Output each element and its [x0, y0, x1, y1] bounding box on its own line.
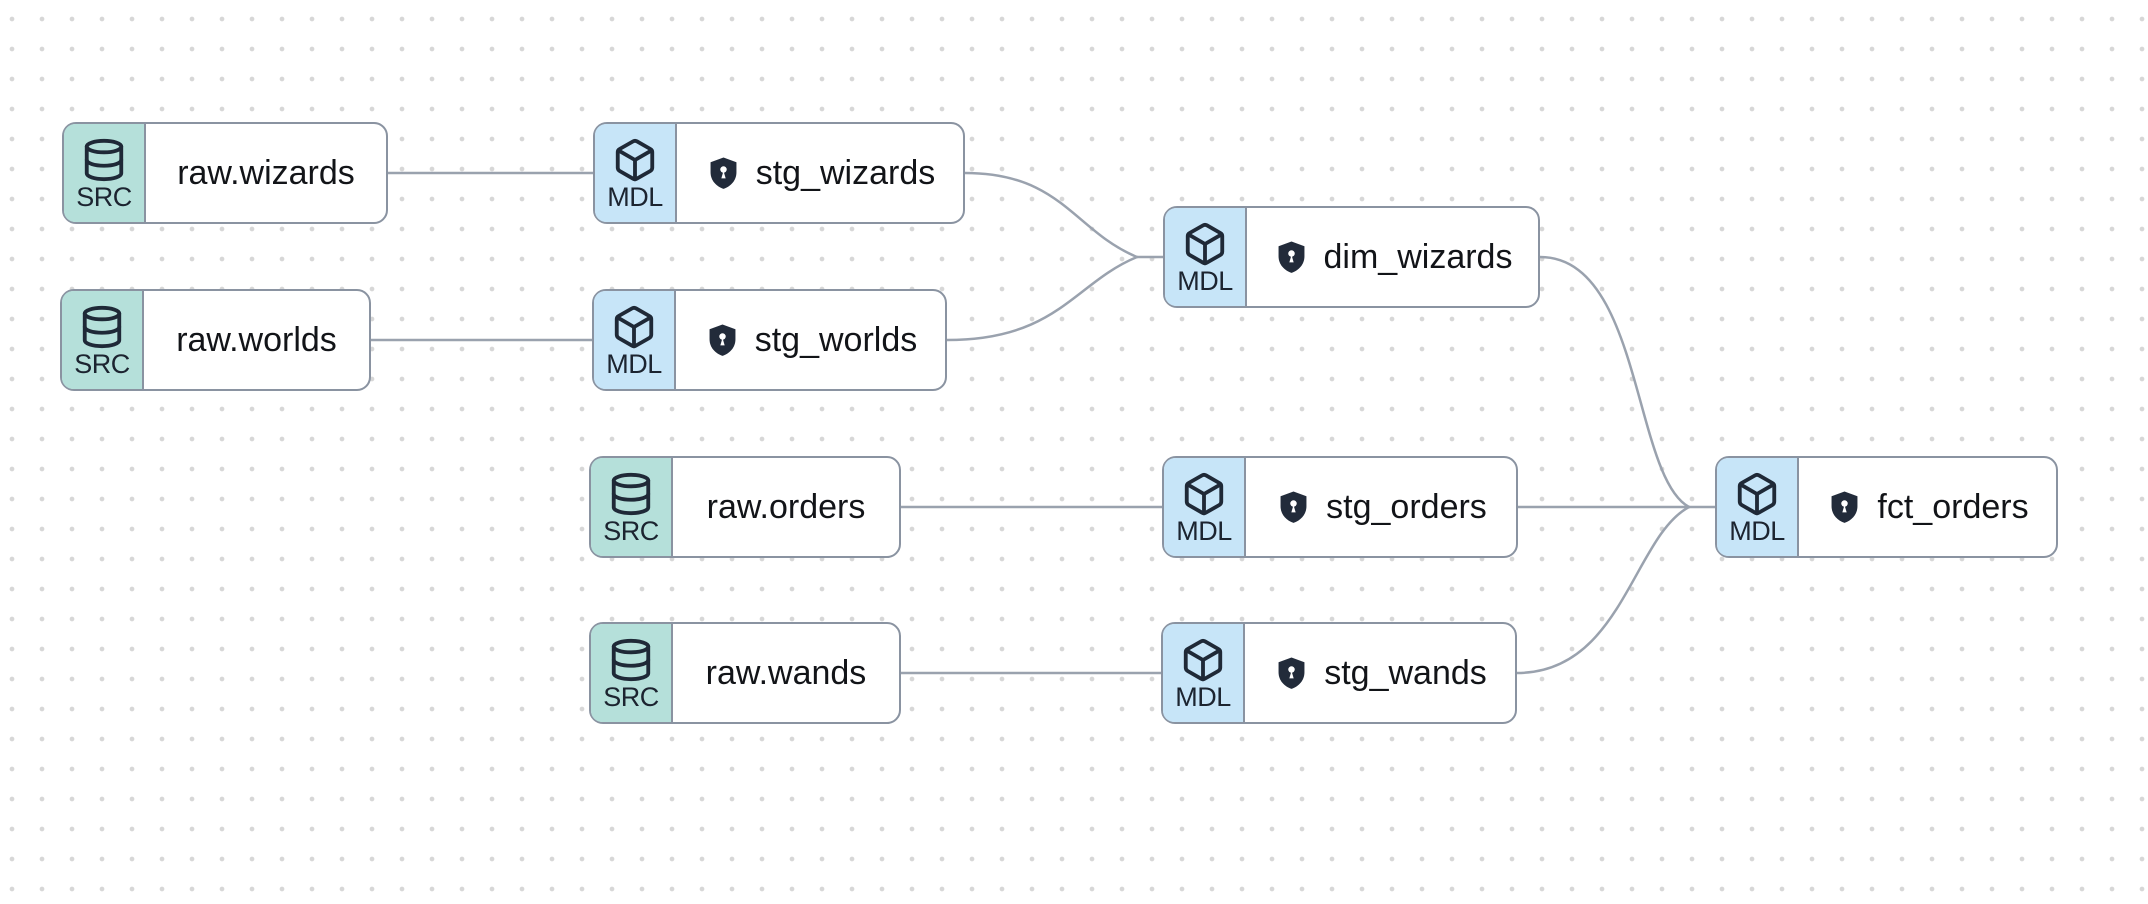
badge-label: SRC	[603, 681, 659, 712]
source-type-badge: SRC	[62, 291, 144, 389]
cube-icon	[612, 137, 658, 183]
node-label: stg_wizards	[755, 153, 936, 192]
node-label: fct_orders	[1877, 487, 2029, 526]
node-label: raw.wands	[705, 653, 867, 692]
node-label: raw.wizards	[177, 153, 355, 192]
badge-label: SRC	[76, 181, 132, 212]
badge-label: SRC	[74, 348, 130, 379]
node-label: stg_wands	[1324, 653, 1487, 692]
cube-icon	[1734, 471, 1780, 517]
model-type-badge: MDL	[1717, 458, 1799, 556]
badge-label: MDL	[1177, 265, 1233, 296]
badge-label: MDL	[607, 181, 663, 212]
source-type-badge: SRC	[64, 124, 146, 222]
edge-stg-wizards-dim-wizards	[963, 171, 1139, 259]
node-fct-orders[interactable]: MDL fct_orders	[1715, 456, 2058, 558]
cube-icon	[1182, 221, 1228, 267]
node-label: raw.orders	[706, 487, 866, 526]
shield-lock-icon	[1273, 655, 1310, 692]
node-dim-wizards[interactable]: MDL dim_wizards	[1163, 206, 1540, 308]
shield-lock-icon	[704, 322, 741, 359]
node-stg-wands[interactable]: MDL stg_wands	[1161, 622, 1517, 724]
badge-label: MDL	[606, 348, 662, 379]
source-type-badge: SRC	[591, 458, 673, 556]
node-stg-orders[interactable]: MDL stg_orders	[1162, 456, 1518, 558]
node-label: stg_orders	[1326, 487, 1487, 526]
badge-label: MDL	[1729, 515, 1785, 546]
node-stg-wizards[interactable]: MDL stg_wizards	[593, 122, 965, 224]
cube-icon	[1180, 637, 1226, 683]
database-icon	[608, 637, 654, 683]
badge-label: SRC	[603, 515, 659, 546]
node-raw-orders[interactable]: SRC raw.orders	[589, 456, 901, 558]
model-type-badge: MDL	[1163, 624, 1245, 722]
model-type-badge: MDL	[595, 124, 677, 222]
cube-icon	[611, 304, 657, 350]
shield-lock-icon	[705, 155, 742, 192]
badge-label: MDL	[1176, 515, 1232, 546]
node-raw-wizards[interactable]: SRC raw.wizards	[62, 122, 388, 224]
node-label: stg_worlds	[754, 320, 918, 359]
cube-icon	[1181, 471, 1227, 517]
model-type-badge: MDL	[594, 291, 676, 389]
node-raw-worlds[interactable]: SRC raw.worlds	[60, 289, 371, 391]
database-icon	[81, 137, 127, 183]
edge-stg-worlds-dim-wizards	[945, 255, 1139, 342]
shield-lock-icon	[1826, 489, 1863, 526]
edge-stg-wands-fct-orders	[1515, 505, 1691, 675]
edge-dim-wizards-fct-orders	[1538, 255, 1691, 509]
database-icon	[608, 471, 654, 517]
node-stg-worlds[interactable]: MDL stg_worlds	[592, 289, 947, 391]
model-type-badge: MDL	[1164, 458, 1246, 556]
node-label: dim_wizards	[1323, 237, 1513, 276]
node-label: raw.worlds	[176, 320, 337, 359]
shield-lock-icon	[1275, 489, 1312, 526]
source-type-badge: SRC	[591, 624, 673, 722]
database-icon	[79, 304, 125, 350]
node-raw-wands[interactable]: SRC raw.wands	[589, 622, 901, 724]
badge-label: MDL	[1175, 681, 1231, 712]
shield-lock-icon	[1273, 239, 1310, 276]
model-type-badge: MDL	[1165, 208, 1247, 306]
